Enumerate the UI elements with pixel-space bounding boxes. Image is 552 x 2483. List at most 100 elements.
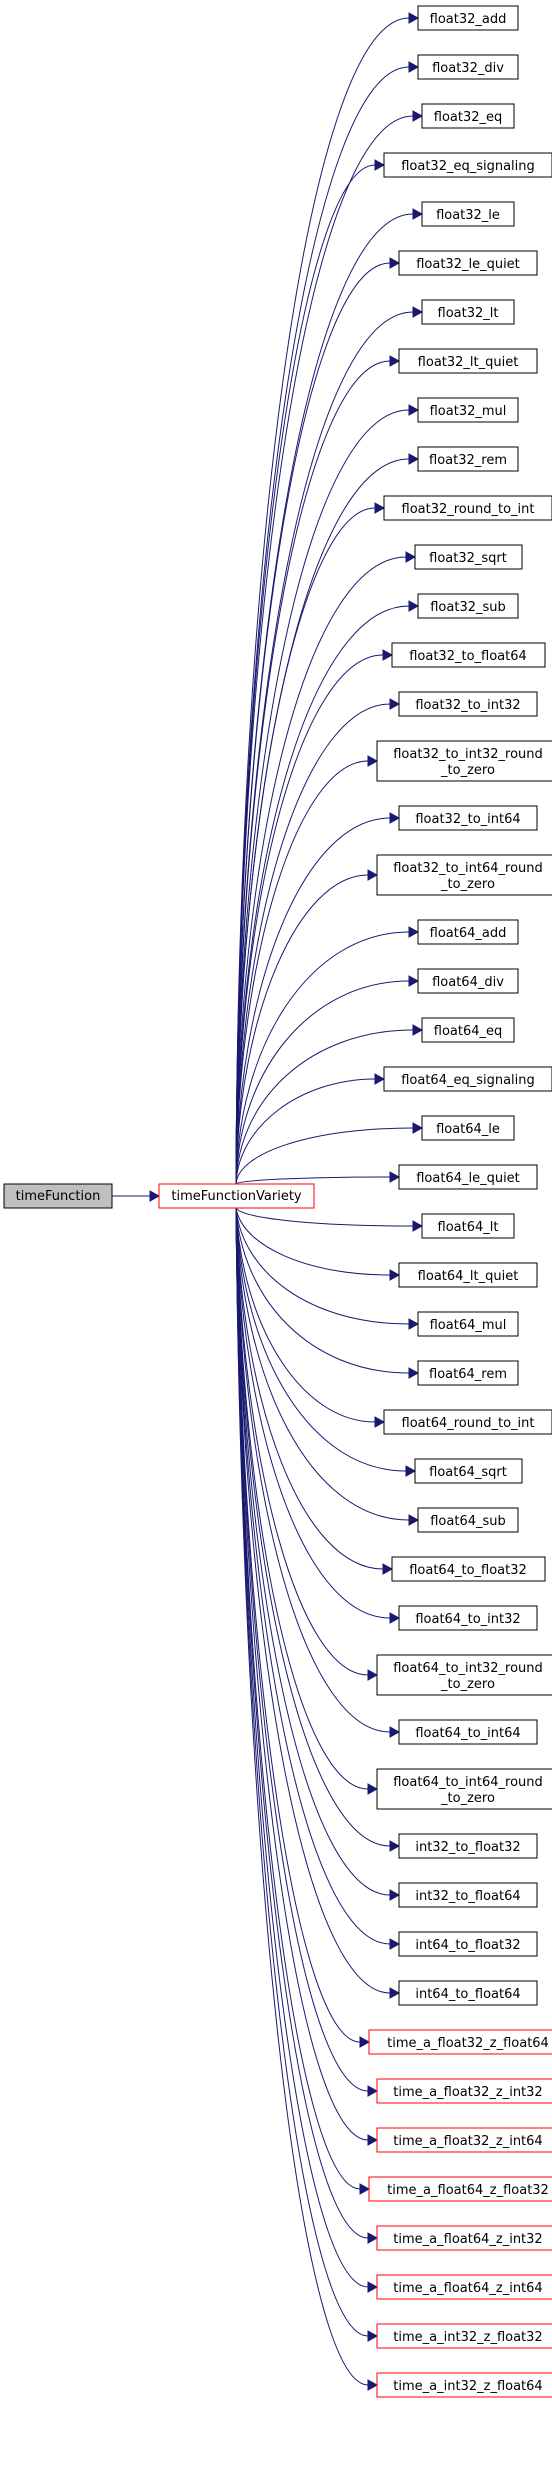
callee-node-float64_lt_quiet[interactable]: float64_lt_quiet — [398, 1262, 538, 1288]
callee-node-float64_eq[interactable]: float64_eq — [421, 1017, 515, 1043]
callee-label: float32_rem — [429, 453, 507, 468]
edge-to-int32_to_float64 — [235, 1207, 401, 1901]
callee-node-time_a_float64_z_int32[interactable]: time_a_float64_z_int32 — [376, 2225, 552, 2251]
callee-label: float64_to_float32 — [409, 1563, 527, 1578]
callee-node-float64_div[interactable]: float64_div — [417, 968, 519, 994]
callee-node-time_a_float32_z_int64[interactable]: time_a_float32_z_int64 — [376, 2127, 552, 2153]
callee-label: float32_to_int32 — [415, 698, 520, 713]
edge-to-time_a_float32_z_float64 — [235, 1207, 371, 2048]
callee-label: float64_eq — [434, 1024, 503, 1039]
callee-node-time_a_float64_z_float32[interactable]: time_a_float64_z_float32 — [368, 2176, 552, 2202]
edge-to-time_a_float32_z_int32 — [235, 1207, 379, 2097]
edge-to-float64_rem — [235, 1207, 420, 1379]
callee-label: float32_eq_signaling — [401, 159, 535, 174]
callee-label: time_a_float32_z_float64 — [387, 2036, 549, 2051]
callee-label: float32_add — [430, 12, 507, 27]
edge-to-float64_add — [235, 926, 420, 1185]
callee-nodes: float32_add float32_div float32_eq float32_… — [368, 5, 552, 2398]
callee-node-float32_le[interactable]: float32_le — [421, 201, 515, 227]
callee-node-time_a_float32_z_float64[interactable]: time_a_float32_z_float64 — [368, 2029, 552, 2055]
callee-node-float64_le[interactable]: float64_le — [421, 1115, 515, 1141]
callee-node-float64_to_int64[interactable]: float64_to_int64 — [398, 1719, 538, 1745]
callee-label: int32_to_float32 — [415, 1840, 520, 1855]
callee-node-time_a_int32_z_float32[interactable]: time_a_int32_z_float32 — [376, 2323, 552, 2349]
callee-node-time_a_float64_z_int64[interactable]: time_a_float64_z_int64 — [376, 2274, 552, 2300]
edge-to-float32_to_int64_round_to_zero — [235, 869, 379, 1185]
callee-node-float32_add[interactable]: float32_add — [417, 5, 519, 31]
callee-node-time_a_float32_z_int32[interactable]: time_a_float32_z_int32 — [376, 2078, 552, 2104]
callee-node-float64_to_float32[interactable]: float64_to_float32 — [391, 1556, 546, 1582]
callee-node-float64_to_int32[interactable]: float64_to_int32 — [398, 1605, 538, 1631]
callee-label: float32_eq — [434, 110, 503, 125]
hub-node-timeFunctionVariety[interactable]: timeFunctionVariety — [158, 1183, 315, 1209]
callee-node-float32_round_to_int[interactable]: float32_round_to_int — [383, 495, 552, 521]
callee-label: float32_sqrt — [429, 551, 507, 566]
callee-label: float64_add — [430, 926, 507, 941]
callee-node-float64_eq_signaling[interactable]: float64_eq_signaling — [383, 1066, 552, 1092]
edge-to-float64_le_quiet — [235, 1171, 401, 1185]
callee-node-float32_to_float64[interactable]: float32_to_float64 — [391, 642, 546, 668]
callee-node-float32_to_int32_round_to_zero[interactable]: float32_to_int32_round_to_zero — [376, 740, 552, 782]
edge-to-float64_le — [235, 1122, 424, 1185]
callee-label: float64_to_int32_round — [393, 1661, 543, 1676]
callee-node-float32_to_int64[interactable]: float32_to_int64 — [398, 805, 538, 831]
callee-node-float64_round_to_int[interactable]: float64_round_to_int — [383, 1409, 552, 1435]
callee-node-float64_to_int64_round_to_zero[interactable]: float64_to_int64_round_to_zero — [376, 1768, 552, 1810]
callee-node-float32_mul[interactable]: float32_mul — [417, 397, 519, 423]
callee-node-float64_mul[interactable]: float64_mul — [417, 1311, 519, 1337]
callee-label: float32_to_int64_round — [393, 861, 543, 876]
callee-node-float32_eq[interactable]: float32_eq — [421, 103, 515, 129]
callee-node-float32_rem[interactable]: float32_rem — [417, 446, 519, 472]
edge-to-float64_to_float32 — [235, 1207, 394, 1575]
edge-to-float64_round_to_int — [235, 1207, 386, 1428]
edge-to-float64_mul — [235, 1207, 420, 1330]
callee-label: time_a_float64_z_int64 — [393, 2281, 542, 2296]
callee-node-float32_to_int64_round_to_zero[interactable]: float32_to_int64_round_to_zero — [376, 854, 552, 896]
callee-node-float64_sub[interactable]: float64_sub — [417, 1507, 519, 1533]
callee-node-float64_le_quiet[interactable]: float64_le_quiet — [398, 1164, 538, 1190]
callee-label: _to_zero — [440, 763, 495, 778]
callee-node-float64_rem[interactable]: float64_rem — [417, 1360, 519, 1386]
callee-label: float32_le — [436, 208, 500, 223]
callee-label: float64_sqrt — [429, 1465, 507, 1480]
edge-to-float64_to_int32 — [235, 1207, 401, 1624]
callee-node-float64_lt[interactable]: float64_lt — [421, 1213, 515, 1239]
hub-node-label: timeFunctionVariety — [171, 1189, 302, 1204]
callee-label: float32_to_int32_round — [393, 747, 543, 762]
callee-label: float32_to_float64 — [409, 649, 527, 664]
callee-node-int32_to_float64[interactable]: int32_to_float64 — [398, 1882, 538, 1908]
edge-to-float64_sub — [235, 1207, 420, 1526]
edge-to-float32_eq_signaling — [235, 159, 386, 1185]
callee-node-float64_add[interactable]: float64_add — [417, 919, 519, 945]
callee-label: float64_sub — [430, 1514, 506, 1529]
edge-to-float32_le_quiet — [235, 257, 401, 1185]
root-node-label: timeFunction — [16, 1189, 101, 1204]
callee-node-float32_to_int32[interactable]: float32_to_int32 — [398, 691, 538, 717]
callee-node-float32_lt[interactable]: float32_lt — [421, 299, 515, 325]
callee-label: float32_round_to_int — [402, 502, 535, 517]
callee-label: float32_sub — [430, 600, 506, 615]
root-node-timeFunction[interactable]: timeFunction — [3, 1183, 113, 1209]
callee-label: float64_to_int32 — [415, 1612, 520, 1627]
callee-node-float32_le_quiet[interactable]: float32_le_quiet — [398, 250, 538, 276]
callee-label: float64_div — [432, 975, 504, 990]
callee-label: float32_le_quiet — [416, 257, 520, 272]
callee-label: time_a_float32_z_int64 — [393, 2134, 542, 2149]
callee-label: float32_mul — [430, 404, 507, 419]
callee-node-int32_to_float32[interactable]: int32_to_float32 — [398, 1833, 538, 1859]
callee-node-float32_div[interactable]: float32_div — [417, 54, 519, 80]
callee-node-float64_sqrt[interactable]: float64_sqrt — [414, 1458, 523, 1484]
callee-node-float32_lt_quiet[interactable]: float32_lt_quiet — [398, 348, 538, 374]
callee-node-float64_to_int32_round_to_zero[interactable]: float64_to_int32_round_to_zero — [376, 1654, 552, 1696]
callee-node-float32_sub[interactable]: float32_sub — [417, 593, 519, 619]
callee-node-time_a_int32_z_float64[interactable]: time_a_int32_z_float64 — [376, 2372, 552, 2398]
edge-to-time_a_int32_z_float64 — [235, 1207, 379, 2391]
callee-node-int64_to_float32[interactable]: int64_to_float32 — [398, 1931, 538, 1957]
callee-label: _to_zero — [440, 1677, 495, 1692]
callee-label: time_a_float64_z_float32 — [387, 2183, 549, 2198]
callee-node-float32_eq_signaling[interactable]: float32_eq_signaling — [383, 152, 552, 178]
callee-node-float32_sqrt[interactable]: float32_sqrt — [414, 544, 523, 570]
callee-node-int64_to_float64[interactable]: int64_to_float64 — [398, 1980, 538, 2006]
edge-to-float64_lt — [235, 1207, 424, 1232]
callee-label: float32_to_int64 — [415, 812, 520, 827]
